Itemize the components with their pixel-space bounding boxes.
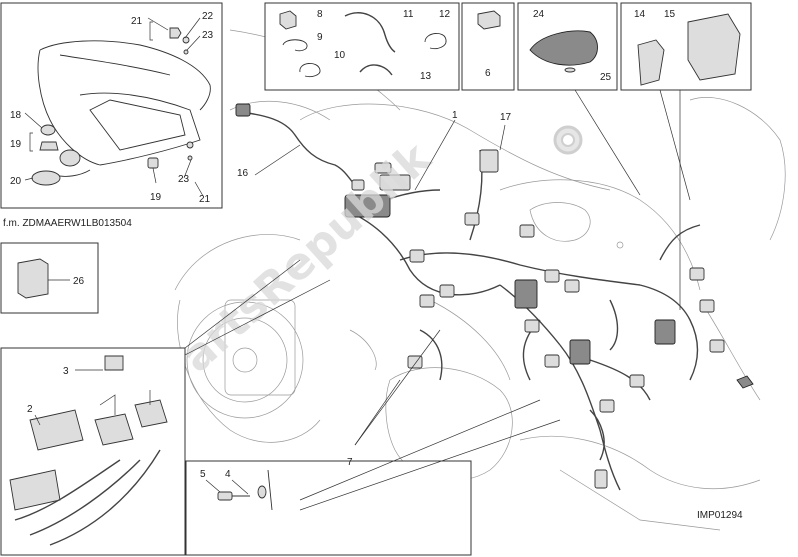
callout-23-top: 23 <box>202 30 214 41</box>
callout-3: 3 <box>63 366 69 377</box>
inset-tail-panel <box>0 2 223 209</box>
callout-12: 12 <box>439 9 451 20</box>
callout-19-left: 19 <box>10 139 22 150</box>
callout-15: 15 <box>664 9 676 20</box>
leader-lines <box>184 89 691 511</box>
callout-13: 13 <box>420 71 432 82</box>
callout-10: 10 <box>334 50 346 61</box>
callout-21-bottom: 21 <box>199 194 211 205</box>
callout-9: 9 <box>317 32 323 43</box>
callout-20: 20 <box>10 176 22 187</box>
main-wiring-harness <box>344 149 725 491</box>
callout-26: 26 <box>73 276 85 287</box>
callout-14: 14 <box>634 9 646 20</box>
gear-icon <box>553 125 583 155</box>
callout-16: 16 <box>237 168 249 179</box>
inset-relay-26 <box>0 242 99 314</box>
callout-23-bottom: 23 <box>178 174 190 185</box>
callout-21-top: 21 <box>131 16 143 27</box>
inset-cover-14-15 <box>620 2 752 91</box>
callout-11: 11 <box>403 9 414 20</box>
inset-fuse-box <box>0 347 186 556</box>
callout-6: 6 <box>485 68 491 79</box>
callout-24: 24 <box>533 9 545 20</box>
inset-bolt-4-5 <box>185 460 472 556</box>
cable-16 <box>235 103 365 191</box>
callout-8: 8 <box>317 9 323 20</box>
frame-number-note: f.m. ZDMAAERW1LB013504 <box>3 218 132 229</box>
inset-clips-straps <box>264 2 460 91</box>
inset-cover-24 <box>517 2 618 91</box>
callout-17: 17 <box>500 112 512 123</box>
callout-25: 25 <box>600 72 612 83</box>
callout-5: 5 <box>200 469 206 480</box>
callout-18: 18 <box>10 110 22 121</box>
callout-19-right: 19 <box>150 192 162 203</box>
callout-4: 4 <box>225 469 231 480</box>
callout-labels: 1 2 3 4 5 6 7 8 9 10 11 12 13 14 15 16 1… <box>10 9 676 480</box>
callout-2: 2 <box>27 404 33 415</box>
callout-22: 22 <box>202 11 214 22</box>
callout-1: 1 <box>452 110 458 121</box>
callout-7: 7 <box>347 457 353 468</box>
inset-part-6 <box>461 2 515 91</box>
image-code: IMP01294 <box>697 510 743 521</box>
